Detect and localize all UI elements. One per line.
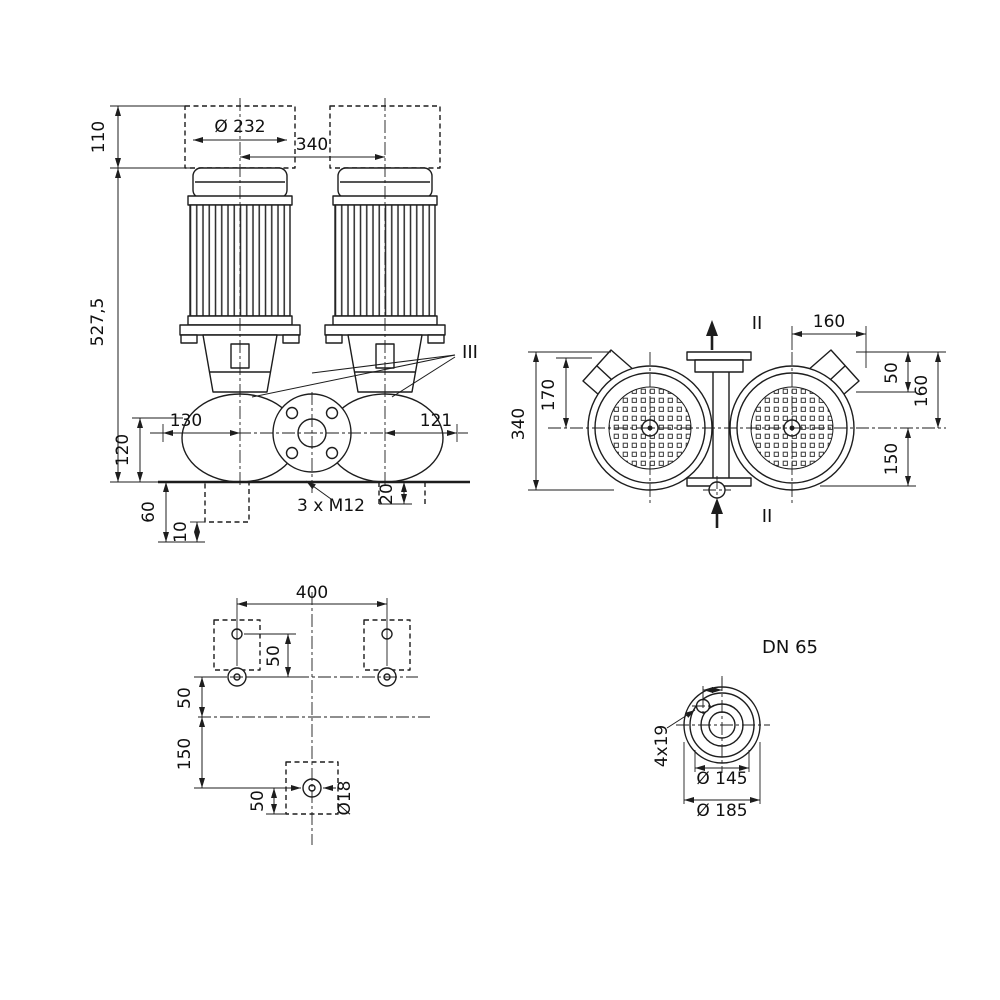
label-dn65: DN 65 bbox=[762, 637, 818, 658]
dim-outer-185: Ø 185 bbox=[696, 801, 747, 821]
dim-top-160: 160 bbox=[813, 312, 845, 332]
dim-anchor-bolts: 3 x M12 bbox=[297, 496, 365, 516]
dim-overall-height: 527,5 bbox=[88, 298, 108, 347]
dim-clearance-110: 110 bbox=[89, 121, 109, 153]
dim-right-offset: 121 bbox=[420, 411, 452, 431]
suction-flange-top bbox=[686, 351, 752, 361]
section-mark-ii-top: II bbox=[752, 313, 763, 334]
flange-dimensions: 4x19 Ø 145 Ø 185 bbox=[652, 676, 761, 821]
front-view: Ø 232 340 110 527,5 120 130 121 60 bbox=[88, 98, 478, 543]
dim-bolt-circle-145: Ø 145 bbox=[696, 769, 747, 789]
dim-plan-50-top: 50 bbox=[264, 645, 284, 667]
foundation-pad bbox=[204, 481, 250, 523]
dim-left-offset: 130 bbox=[170, 411, 202, 431]
plan-dimensions: 400 50 50 150 50 Ø18 bbox=[175, 583, 388, 816]
dim-plan-50-left: 50 bbox=[175, 687, 195, 709]
dim-grout-10: 10 bbox=[171, 521, 191, 543]
dim-plan-50-bottom: 50 bbox=[248, 790, 268, 812]
dim-bolt-spacing-400: 400 bbox=[296, 583, 328, 603]
dim-hole-dia-18: Ø18 bbox=[335, 780, 355, 815]
dim-axis-170: 170 bbox=[539, 379, 559, 411]
dim-motor-spacing: 340 bbox=[296, 135, 328, 155]
section-arrow-top bbox=[706, 320, 718, 350]
dim-motor-diameter: Ø 232 bbox=[214, 117, 265, 137]
dim-right-160: 160 bbox=[912, 375, 932, 407]
dim-overall-340: 340 bbox=[509, 408, 529, 440]
dim-right-50: 50 bbox=[882, 362, 902, 384]
section-mark-ii-bottom: II bbox=[762, 506, 773, 527]
detail-mark-iii: III bbox=[462, 342, 478, 363]
top-view: II II 340 170 160 50 150 16 bbox=[509, 312, 946, 528]
dim-right-150: 150 bbox=[882, 443, 902, 475]
dim-pad-20: 20 bbox=[377, 483, 397, 505]
foundation-plan: 400 50 50 150 50 Ø18 bbox=[175, 583, 430, 845]
flange-detail: DN 65 4x19 Ø 145 Ø 185 bbox=[652, 637, 818, 821]
dim-anchor-depth: 60 bbox=[139, 501, 159, 523]
top-dimensions: 340 170 160 50 150 160 bbox=[509, 312, 946, 491]
pump-casing bbox=[158, 393, 470, 484]
section-arrow-bottom bbox=[711, 498, 723, 528]
dim-base-height: 120 bbox=[113, 434, 133, 466]
dim-bolt-holes-4x19: 4x19 bbox=[652, 725, 672, 768]
front-dimensions: Ø 232 340 110 527,5 120 130 121 60 bbox=[88, 105, 478, 543]
dim-plan-150: 150 bbox=[175, 738, 195, 770]
